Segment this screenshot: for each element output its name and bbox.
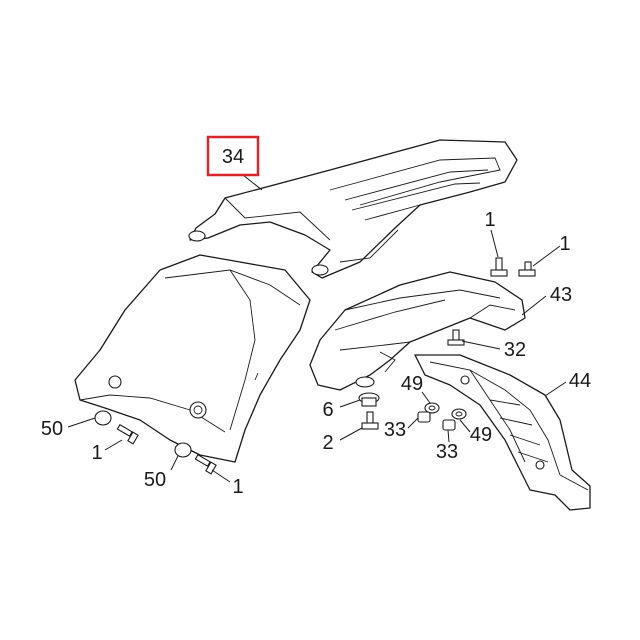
part-44-plate-holder: [414, 354, 591, 511]
callout-43[interactable]: 43: [550, 284, 572, 306]
callout-49-upper[interactable]: 49: [401, 373, 423, 395]
callout-33-lower[interactable]: 33: [436, 441, 458, 463]
hardware: [94, 257, 536, 475]
callout-32[interactable]: 32: [504, 339, 526, 361]
part-34-seat-cowl: [188, 139, 518, 279]
callout-1-top-left[interactable]: 1: [484, 209, 495, 231]
callout-50-left[interactable]: 50: [41, 418, 63, 440]
callout-6[interactable]: 6: [322, 399, 333, 421]
callout-1-lower-left[interactable]: 1: [91, 442, 102, 464]
rear-fender-body: [74, 254, 311, 463]
callout-33-left[interactable]: 33: [384, 419, 406, 441]
callout-44[interactable]: 44: [569, 370, 591, 392]
callout-50-bottom[interactable]: 50: [144, 469, 166, 491]
callout-1-bottom[interactable]: 1: [232, 476, 243, 498]
callout-2[interactable]: 2: [322, 432, 333, 454]
callout-49-lower[interactable]: 49: [470, 424, 492, 446]
callout-34[interactable]: 34: [222, 146, 244, 168]
part-43-inner-guard: [309, 271, 526, 391]
callout-1-top-right[interactable]: 1: [559, 233, 570, 255]
leader-lines: [67, 174, 567, 483]
callout-labels: 34 1 1 43 32 44 49 6 2 33 49 33 50 1 50 …: [41, 146, 591, 498]
callout-34-highlight-box: [206, 135, 260, 177]
